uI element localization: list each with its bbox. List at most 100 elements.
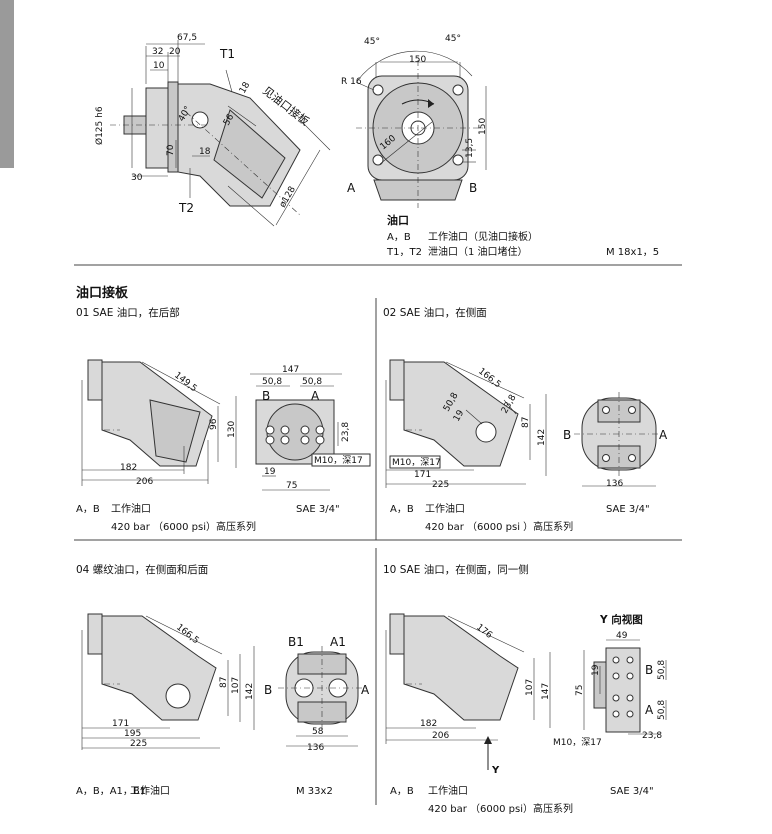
p04-dim-171: 171 bbox=[112, 719, 129, 729]
p01-dim-130: 130 bbox=[227, 421, 237, 438]
dim-radius-16: R 16 bbox=[341, 77, 362, 87]
p04-dim-136: 136 bbox=[307, 743, 324, 753]
dim-150-height: 150 bbox=[478, 118, 488, 135]
p04-dim-195: 195 bbox=[124, 729, 141, 739]
legend-row2-ports: T1，T2 bbox=[386, 247, 422, 258]
p04-port-a1: A1 bbox=[330, 635, 346, 649]
dim-angle-45-left: 45° bbox=[364, 37, 380, 47]
p10-view-label: Y 向视图 bbox=[599, 613, 643, 626]
port-t2-label: T2 bbox=[178, 201, 194, 215]
p10-dim-50-8-top: 50,8 bbox=[657, 660, 667, 680]
p04-dim-225: 225 bbox=[130, 739, 147, 749]
dim-angle-45-right: 45° bbox=[445, 34, 461, 44]
p10-dim-19: 19 bbox=[591, 664, 601, 676]
p01-dim-50-8-left: 50,8 bbox=[262, 377, 282, 387]
p04-port-b1: B1 bbox=[288, 635, 304, 649]
p02-dim-m10: M10，深17 bbox=[392, 457, 441, 468]
p02-caption-line2: 420 bar （6000 psi ）高压系列 bbox=[425, 520, 573, 533]
panel-04-title: 04 螺纹油口，在侧面和后面 bbox=[76, 563, 208, 576]
p01-dim-206: 206 bbox=[136, 477, 153, 487]
p02-caption-ports: A，B bbox=[390, 504, 414, 515]
p10-caption-spec: SAE 3/4" bbox=[610, 786, 654, 797]
p02-port-b: B bbox=[563, 428, 571, 442]
p02-dim-171: 171 bbox=[414, 470, 431, 480]
p04-dim-107: 107 bbox=[231, 677, 241, 694]
page-tab bbox=[0, 0, 14, 168]
section-title: 油口接板 bbox=[76, 285, 129, 301]
top-front-view bbox=[355, 50, 487, 208]
p01-dim-50-8-right: 50,8 bbox=[302, 377, 322, 387]
dim-10: 10 bbox=[153, 61, 165, 71]
p10-dim-49: 49 bbox=[616, 631, 628, 641]
p02-dim-142: 142 bbox=[537, 429, 547, 446]
p04-port-a: A bbox=[361, 683, 370, 697]
p04-dim-142: 142 bbox=[245, 683, 255, 700]
p10-dim-50-8-bottom: 50,8 bbox=[657, 700, 667, 720]
dim-18-top: 18 bbox=[238, 80, 253, 95]
p02-dim-136: 136 bbox=[606, 479, 623, 489]
p01-caption-line2: 420 bar （6000 psi）高压系列 bbox=[111, 520, 256, 533]
panel-02-drawing bbox=[385, 359, 664, 488]
dim-67-5: 67,5 bbox=[177, 33, 197, 43]
p04-caption-ports: A，B，A1，B1 bbox=[76, 786, 146, 797]
dim-13-5: 13,5 bbox=[465, 138, 475, 158]
p01-dim-19: 19 bbox=[264, 467, 276, 477]
panel-01-title: 01 SAE 油口，在后部 bbox=[76, 306, 180, 319]
panel-10-drawing bbox=[385, 613, 667, 770]
p01-dim-75: 75 bbox=[286, 481, 297, 491]
p04-dim-58: 58 bbox=[312, 727, 324, 737]
dim-20: 20 bbox=[169, 47, 181, 57]
p02-caption-desc: 工作油口 bbox=[425, 502, 465, 515]
dim-150-width: 150 bbox=[409, 55, 426, 65]
p01-dim-96: 96 bbox=[209, 418, 219, 430]
dim-32: 32 bbox=[152, 47, 163, 57]
legend-title: 油口 bbox=[387, 213, 409, 227]
legend-row2-spec: M 18x1，5 bbox=[606, 247, 659, 258]
p10-dim-176: 176 bbox=[474, 622, 494, 641]
p01-caption-desc: 工作油口 bbox=[111, 502, 151, 515]
port-b-label: B bbox=[469, 181, 477, 195]
dim-70: 70 bbox=[166, 144, 176, 156]
p04-dim-87: 87 bbox=[219, 677, 229, 688]
p04-caption-desc: 工作油口 bbox=[130, 784, 170, 797]
p10-dim-182: 182 bbox=[420, 719, 437, 729]
p10-dim-206: 206 bbox=[432, 731, 449, 741]
p10-caption-line2: 420 bar （6000 psi）高压系列 bbox=[428, 802, 573, 815]
p01-dim-23-8: 23,8 bbox=[341, 422, 351, 442]
p10-dim-107: 107 bbox=[525, 679, 535, 696]
p01-caption-spec: SAE 3/4" bbox=[296, 504, 340, 515]
p04-port-b: B bbox=[264, 683, 272, 697]
dim-30: 30 bbox=[131, 173, 143, 183]
p01-port-b: B bbox=[262, 389, 270, 403]
p10-dim-75: 75 bbox=[575, 685, 585, 696]
p01-dim-m10: M10，深17 bbox=[314, 455, 363, 466]
p10-dim-23-8: 23,8 bbox=[642, 731, 662, 741]
p10-arrow-label: Y bbox=[491, 765, 500, 776]
p10-port-b: B bbox=[645, 663, 653, 677]
p02-dim-87: 87 bbox=[521, 417, 531, 428]
port-a-label: A bbox=[347, 181, 356, 195]
dim-diameter-125: Ø125 h6 bbox=[94, 106, 105, 145]
p10-caption-desc: 工作油口 bbox=[428, 784, 468, 797]
panel-10-title: 10 SAE 油口，在侧面，同一侧 bbox=[383, 563, 529, 576]
p01-caption-ports: A，B bbox=[76, 504, 100, 515]
p10-dim-147: 147 bbox=[541, 683, 551, 700]
p10-dim-m10: M10，深17 bbox=[553, 737, 602, 748]
dim-18-bottom: 18 bbox=[199, 147, 211, 157]
legend-row2-desc: 泄油口（1 油口堵住） bbox=[428, 245, 528, 258]
p02-dim-166-5: 166,5 bbox=[476, 366, 502, 390]
panel-04-drawing bbox=[81, 613, 366, 750]
p01-port-a: A bbox=[311, 389, 320, 403]
p02-caption-spec: SAE 3/4" bbox=[606, 504, 650, 515]
p02-port-a: A bbox=[659, 428, 668, 442]
p10-caption-ports: A，B bbox=[390, 786, 414, 797]
legend-row1-ports: A，B bbox=[387, 232, 411, 243]
legend-row1-desc: 工作油口（见油口接板） bbox=[428, 230, 538, 243]
panel-02-title: 02 SAE 油口，在侧面 bbox=[383, 306, 487, 319]
top-side-view bbox=[110, 40, 331, 227]
dim-diameter-128: ø128 bbox=[278, 185, 298, 210]
p02-dim-225: 225 bbox=[432, 480, 449, 490]
p10-port-a: A bbox=[645, 703, 654, 717]
p04-caption-spec: M 33x2 bbox=[296, 786, 333, 797]
